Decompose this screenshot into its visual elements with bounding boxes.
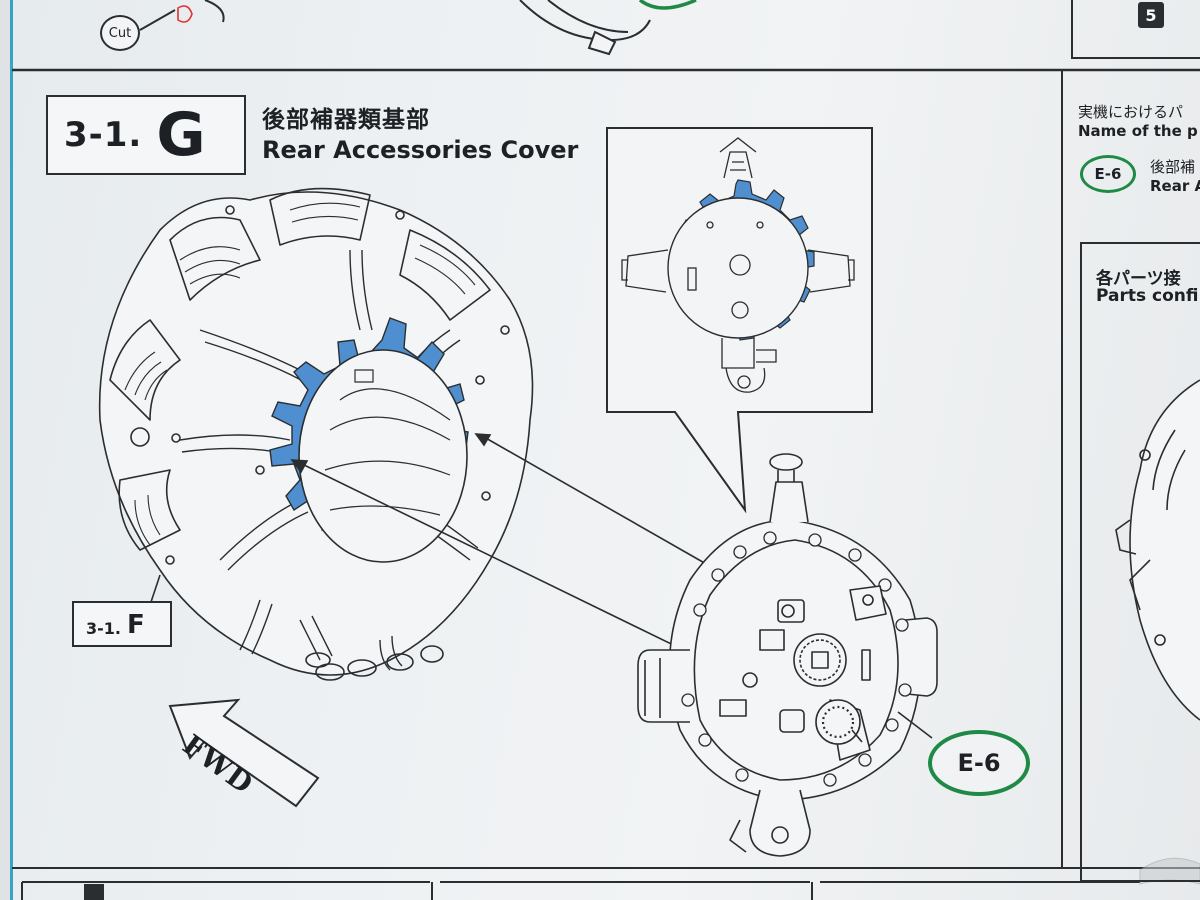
step-title-english: Rear Accessories Cover [262,136,579,164]
bolts [130,205,510,565]
cylinder-head [109,319,181,421]
partial-engine-drawing [1115,379,1200,721]
exhaust-ports [305,645,444,681]
cut-part-outline [177,5,193,23]
step-title-japanese: 後部補器類基部 [262,107,430,133]
e6-inner-rim [693,539,899,781]
parts-configuration-title-japanese: 各パーツ接 [1096,269,1181,289]
part-name-header-english: Name of the p [1078,122,1198,140]
step-number: 3-1. [64,115,143,155]
part-e6-drawing [637,453,938,857]
next-step-number-badge [84,884,104,900]
cut-label: Cut [108,25,132,41]
legend-part-name-japanese: 後部補 [1150,158,1196,176]
top-strip-parts [139,0,1200,59]
cylinder-head [118,469,181,551]
legend-part-name-english: Rear A [1150,177,1200,195]
parts-configuration-box [1080,242,1200,882]
step-header-box: 3-1. G [46,95,246,175]
cover-opening [298,349,468,563]
parts-configuration-title-english: Parts confi [1096,286,1199,306]
top-view-callout [606,127,873,514]
part-name-header-japanese: 実機におけるパ [1078,103,1184,121]
top-view-cover-face [667,197,809,339]
rear-accessories-cover-ring [269,317,469,563]
reference-letter: F [126,610,145,640]
step-letter: G [156,100,206,170]
cylinder-head [169,216,261,301]
cut-marker: Cut [100,15,140,51]
cooling-fins [124,202,476,546]
fwd-arrow-shape [168,698,320,808]
cylinder-head [269,187,371,246]
reference-number: 3-1. [86,619,121,638]
previous-step-reference: 3-1. F [72,601,172,647]
step-number-badge: 5 [1138,2,1164,28]
legend-part-badge: E-6 [1080,155,1136,193]
cylinder-head [399,229,491,321]
part-number-badge: E-6 [928,730,1030,796]
forward-direction-arrow [168,698,320,808]
